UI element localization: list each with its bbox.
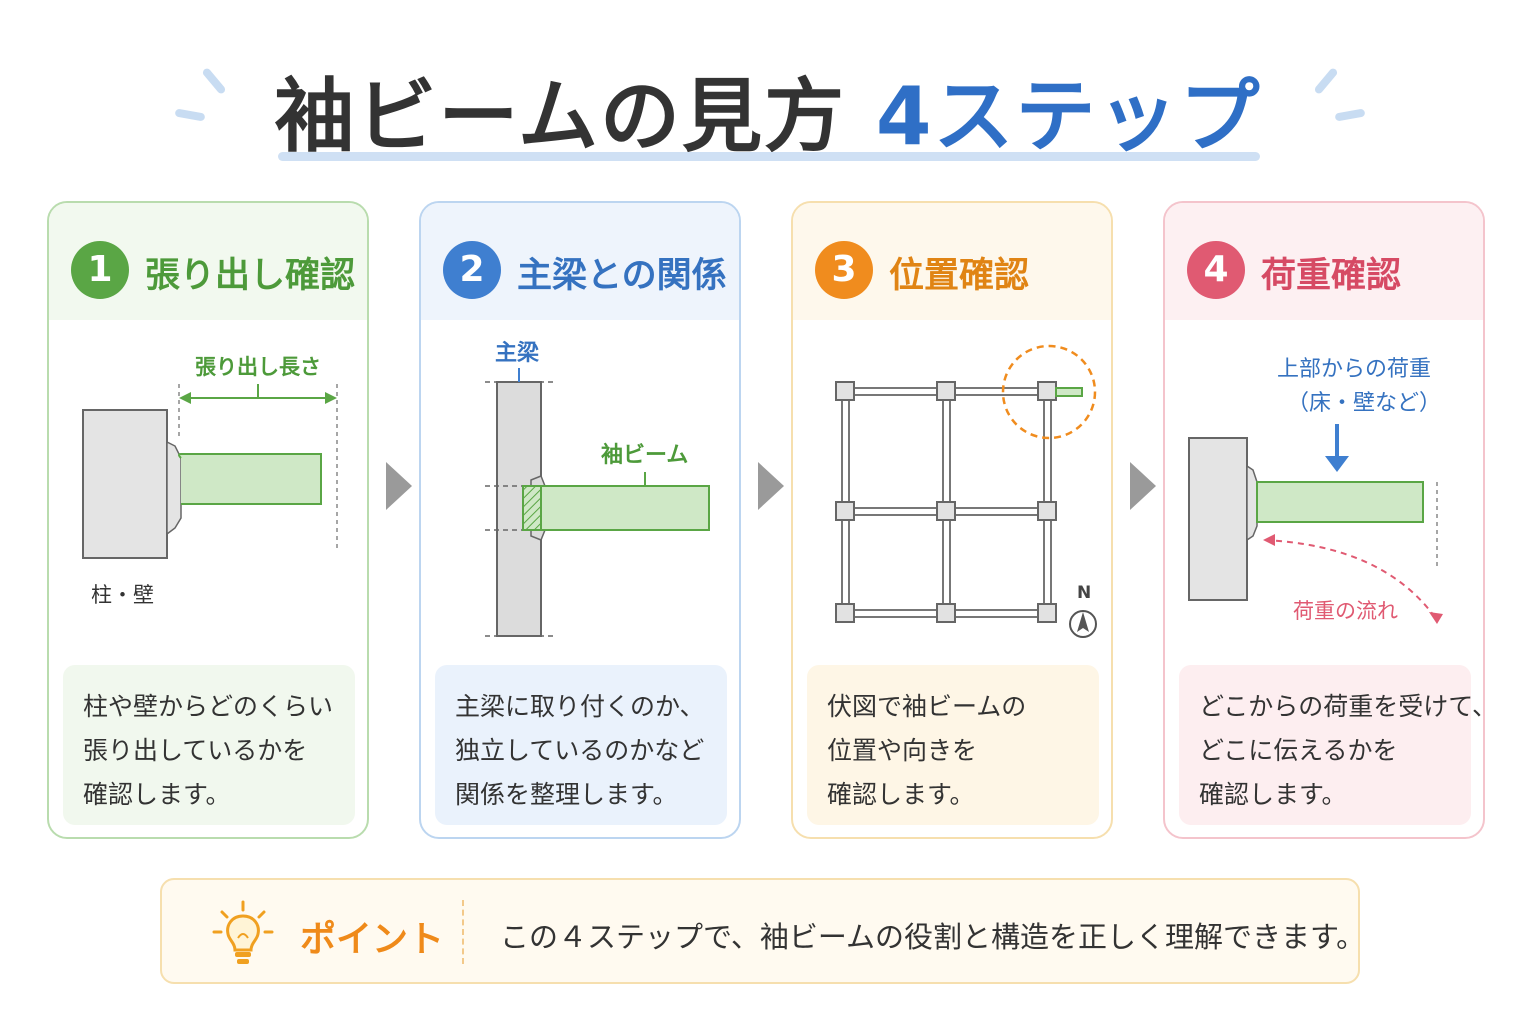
description-line: どこからの荷重を受けて、 [1199, 692, 1485, 721]
description-line: 関係を整理します。 [455, 780, 678, 809]
columns [835, 381, 1057, 623]
load-flow-diagram [1188, 424, 1443, 624]
cantilever-length-diagram [82, 384, 338, 559]
main-beam-label: 主梁 [495, 341, 540, 366]
divider [462, 900, 464, 964]
title-underline [278, 152, 1260, 161]
floor-plan-diagram [835, 344, 1097, 638]
point-text: この４ステップで、袖ビームの役割と構造を正しく理解できます。 [500, 920, 1366, 954]
cantilever-beam [540, 485, 710, 531]
step-number-badge: 1 [71, 241, 129, 299]
main-beam-relation-diagram [485, 368, 710, 637]
point-label: ポイント [300, 919, 445, 960]
title-main: 袖ビームの見方 [274, 70, 847, 163]
step-card-3: 3 位置確認 N 伏図で袖ビームの 位置や向きを 確認します。 [791, 201, 1113, 839]
step-number-badge: 2 [443, 241, 501, 299]
step-card-4: 4 荷重確認 上部からの荷重 （床・壁など） 荷重の流れ どこからの荷重を受けて… [1163, 201, 1485, 839]
load-label: 上部からの荷重 [1277, 357, 1432, 382]
description-line: 独立しているのかなど [455, 736, 705, 765]
lightbulb-icon [212, 900, 274, 964]
step-title: 荷重確認 [1261, 256, 1402, 296]
connection-hatch [522, 485, 542, 531]
north-label: N [1077, 583, 1092, 603]
step-description: 柱や壁からどのくらい 張り出しているかを 確認します。 [63, 665, 355, 825]
step-card-2: 2 主梁との関係 主梁 袖ビーム 主梁に取り付くのか、 独立しているのかなど 関… [419, 201, 741, 839]
description-line: 位置や向きを [827, 736, 978, 765]
step-title: 位置確認 [889, 256, 1030, 296]
haunch [166, 440, 182, 536]
description-line: 伏図で袖ビームの [827, 692, 1027, 721]
dimension-label: 張り出し長さ [195, 355, 321, 379]
step-title: 張り出し確認 [145, 256, 356, 296]
cantilever-beam [178, 453, 322, 505]
page-title: 袖ビームの見方 4ステップ [0, 52, 1536, 168]
description-line: 確認します。 [83, 780, 231, 809]
description-line: 確認します。 [1199, 780, 1347, 809]
step-header: 3 位置確認 [793, 203, 1111, 320]
description-line: 張り出しているかを [83, 736, 308, 765]
step-card-1: 1 張り出し確認 張り出し長さ 柱・壁 柱や壁からどのくらい 張り出しているかを… [47, 201, 369, 839]
step-header: 4 荷重確認 [1165, 203, 1483, 320]
highlight-circle [1001, 344, 1097, 440]
step-description: 伏図で袖ビームの 位置や向きを 確認します。 [807, 665, 1099, 825]
support-label: 柱・壁 [91, 583, 154, 607]
next-step-arrow [1130, 462, 1156, 510]
step-number-badge: 4 [1187, 241, 1245, 299]
point-banner: ポイント この４ステップで、袖ビームの役割と構造を正しく理解できます。 [160, 878, 1365, 984]
step-number-badge: 3 [815, 241, 873, 299]
description-line: どこに伝えるかを [1199, 736, 1398, 765]
support-wall [82, 409, 168, 559]
next-step-arrow [386, 462, 412, 510]
step-description: どこからの荷重を受けて、 どこに伝えるかを 確認します。 [1179, 665, 1485, 825]
load-label-sub: （床・壁など） [1287, 391, 1442, 416]
step-header: 1 張り出し確認 [49, 203, 367, 320]
description-line: 主梁に取り付くのか、 [455, 692, 705, 721]
description-line: 柱や壁からどのくらい [83, 692, 334, 721]
step-title: 主梁との関係 [517, 256, 727, 296]
flow-label: 荷重の流れ [1293, 599, 1398, 623]
step-description: 主梁に取り付くのか、 独立しているのかなど 関係を整理します。 [435, 665, 727, 825]
next-step-arrow [758, 462, 784, 510]
support-wall [1188, 437, 1248, 601]
description-line: 確認します。 [827, 780, 975, 809]
cantilever-label: 袖ビーム [601, 443, 689, 468]
title-accent: 4ステップ [875, 70, 1262, 163]
cantilever-beam [1256, 481, 1424, 523]
cantilever-beam [1055, 387, 1083, 397]
step-header: 2 主梁との関係 [421, 203, 739, 320]
